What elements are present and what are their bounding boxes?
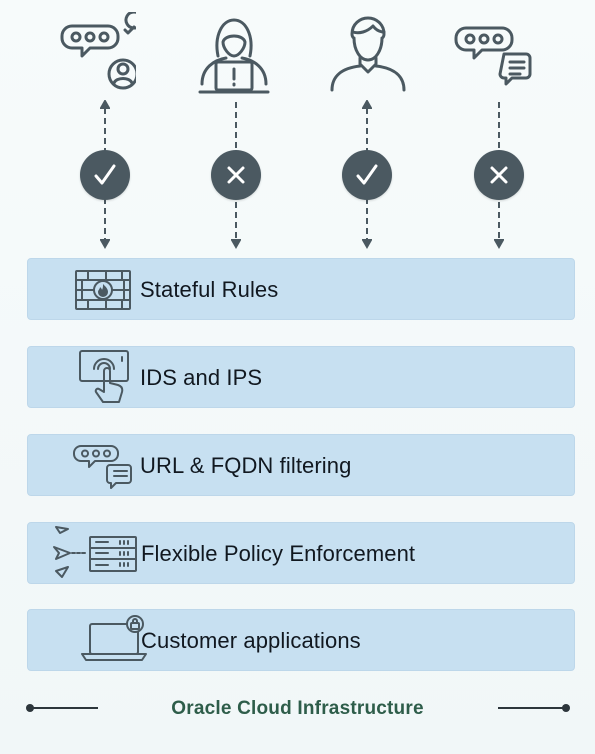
footer-line-end — [562, 704, 570, 712]
laptop-lock-icon — [78, 610, 152, 672]
layer-label: IDS and IPS — [140, 365, 263, 390]
firewall-brick-icon — [72, 259, 136, 321]
server-plane-icon — [50, 523, 142, 585]
actors-row — [0, 0, 595, 250]
layer-label: Customer applications — [141, 628, 361, 653]
layer-stateful-rules: Stateful Rules — [27, 258, 575, 320]
chat-bubbles-icon — [72, 435, 136, 497]
allowed-check-icon — [342, 150, 392, 200]
layer-ids-ips: IDS and IPS — [27, 346, 575, 408]
blocked-x-icon — [211, 150, 261, 200]
footer-divider-right — [498, 707, 566, 709]
layer-url-fqdn-filtering: URL & FQDN filtering — [27, 434, 575, 496]
chat-bubbles-icon — [454, 12, 534, 94]
blocked-x-icon — [474, 150, 524, 200]
layer-customer-applications: Customer applications — [27, 609, 575, 671]
hooded-hacker-laptop-icon — [194, 12, 274, 94]
layer-flexible-policy-enforcement: Flexible Policy Enforcement — [27, 522, 575, 584]
bidirectional-flow-arrow — [361, 98, 373, 250]
layer-label: Flexible Policy Enforcement — [141, 541, 416, 566]
touch-screen-icon — [76, 347, 140, 409]
bidirectional-flow-arrow — [99, 98, 111, 250]
layer-label: URL & FQDN filtering — [140, 453, 352, 478]
allowed-check-icon — [80, 150, 130, 200]
footer-title: Oracle Cloud Infrastructure — [171, 698, 424, 719]
chat-user-check-icon — [56, 10, 144, 94]
footer-divider-left — [30, 707, 98, 709]
user-icon — [326, 12, 406, 94]
layer-label: Stateful Rules — [140, 277, 279, 302]
